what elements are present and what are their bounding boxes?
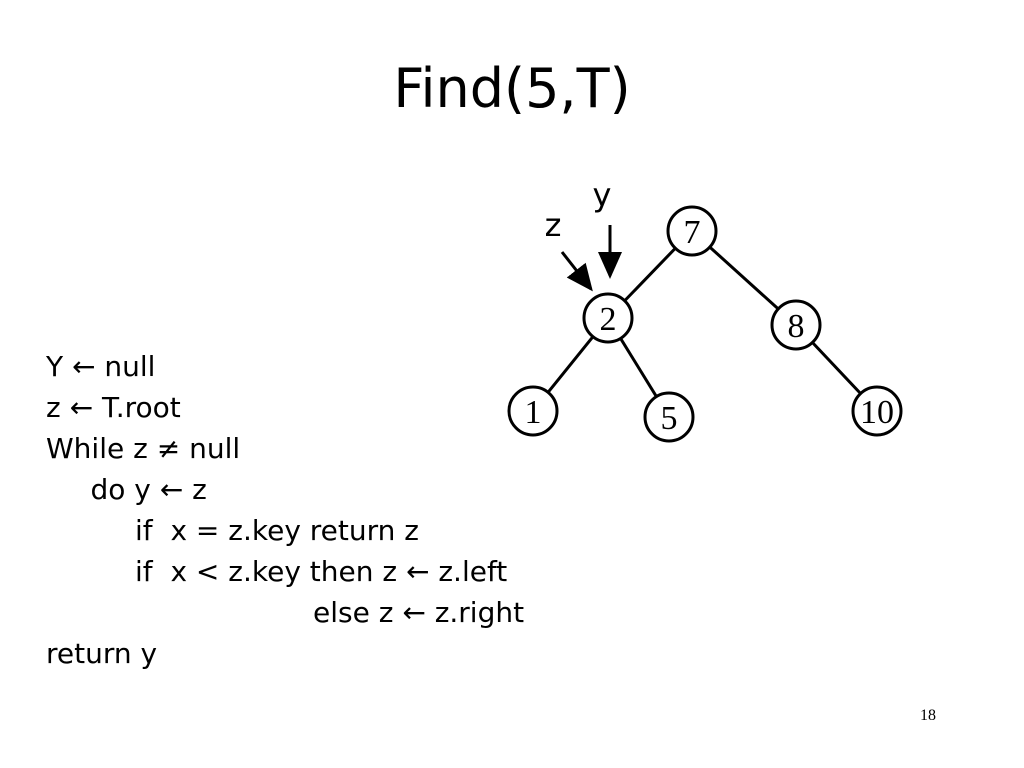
pseudocode-block: Y ← null z ← T.root While z ≠ null do y …: [46, 346, 524, 674]
code-line: if x = z.key return z: [46, 514, 419, 547]
code-line: if x < z.key then z ← z.left: [46, 555, 508, 588]
code-line: While z ≠ null: [46, 432, 241, 465]
pointer-arrow: [560, 251, 593, 292]
tree-node: 5: [643, 391, 695, 443]
code-line: return y: [46, 637, 158, 670]
tree-node-label: 1: [525, 394, 542, 431]
tree-node-label: 10: [860, 394, 894, 431]
code-line: z ← T.root: [46, 391, 181, 424]
tree-node-label: 2: [600, 301, 617, 338]
tree-edge: [708, 245, 780, 311]
pointer-z: z: [545, 206, 593, 292]
pointer-label: z: [545, 206, 562, 244]
tree-edge: [811, 341, 862, 395]
tree-edge: [623, 247, 677, 302]
tree-nodes: 7 2 8 1 5 10: [507, 205, 903, 443]
tree-node-label: 8: [788, 308, 805, 345]
slide-title: Find(5,T): [393, 57, 631, 120]
page-number: 18: [920, 707, 936, 724]
tree-node-circle: [643, 391, 695, 443]
code-line: do y ← z: [46, 473, 207, 506]
tree-edge: [546, 335, 595, 394]
tree-node: 2: [582, 292, 634, 344]
tree-pointers: zy: [545, 176, 622, 292]
code-line: Y ← null: [46, 350, 156, 383]
tree-node-circle: [507, 385, 559, 437]
tree-node: 10: [851, 385, 903, 437]
pointer-y: y: [593, 176, 622, 279]
tree-node: 7: [666, 205, 718, 257]
code-line: else z ← z.right: [46, 596, 525, 629]
tree-node-circle: [582, 292, 634, 344]
tree-node: 8: [770, 299, 822, 351]
tree-edges: [546, 245, 862, 398]
tree-node: 1: [507, 385, 559, 437]
tree-node-circle: [666, 205, 718, 257]
tree-node-circle: [851, 385, 903, 437]
tree-edge: [619, 337, 658, 398]
tree-node-circle: [770, 299, 822, 351]
tree-node-label: 5: [661, 400, 678, 437]
tree-node-label: 7: [684, 214, 701, 251]
pointer-label: y: [593, 176, 612, 214]
